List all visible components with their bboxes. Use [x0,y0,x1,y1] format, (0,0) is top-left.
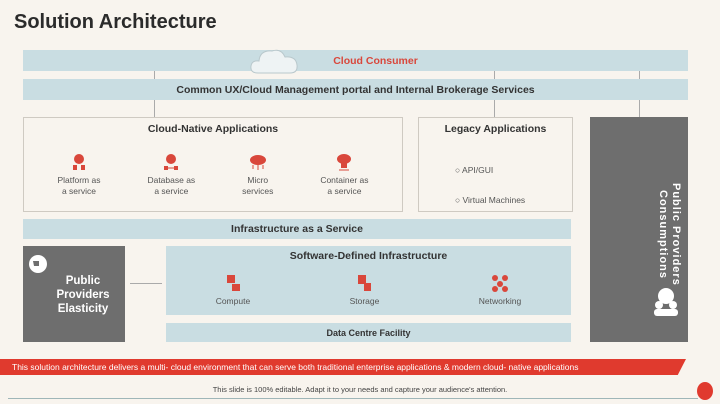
storage: Storage [349,274,380,307]
users-cloud-icon [654,288,678,316]
networking-icon [491,274,509,292]
compute-icon [224,274,242,292]
public-providers-elasticity: Public Providers Elasticity [23,246,125,342]
label: Micro [247,175,269,185]
legacy-item: ○ Virtual Machines [455,195,526,205]
label: Database as [147,175,196,185]
label: a service [327,186,362,196]
double-arrow-connector [130,283,162,284]
footer-line [8,398,698,399]
label: Compute [215,296,251,306]
label: a service [154,186,189,196]
compute: Compute [215,274,251,307]
cloud-icon [250,49,298,74]
sdi-box: Software-Defined Infrastructure Compute … [166,246,571,315]
label: Public [65,275,101,287]
label: Platform as [57,175,101,185]
networking: Networking [478,274,522,307]
sdi-title: Software-Defined Infrastructure [289,250,448,262]
database-cloud-icon [162,153,180,171]
globe-icon [29,255,47,273]
label: Networking [478,296,522,306]
label: Providers [56,289,110,301]
summary-banner: This solution architecture delivers a mu… [0,359,686,375]
iaas-bar: Infrastructure as a Service [23,219,571,239]
cloud-consumer-bar: Cloud Consumer [23,50,688,71]
cloud-consumer-label: Cloud Consumer [333,54,418,67]
label: Container as [320,175,369,185]
page-title: Solution Architecture [14,11,217,33]
label: Storage [349,296,380,306]
micro-cloud-icon [249,153,267,171]
cloud-native-title: Cloud-Native Applications [147,123,279,135]
banner-text: This solution architecture delivers a mu… [12,362,579,372]
legacy-item: ○ API/GUI [455,165,494,175]
label: Elasticity [57,303,109,315]
storage-icon [355,274,373,292]
portal-bar: Common UX/Cloud Management portal and In… [23,79,688,100]
footer-text: This slide is 100% editable. Adapt it to… [212,385,508,394]
label: a service [61,186,96,196]
consumptions-label: Public Providers Consumptions [657,182,682,286]
legacy-box: Legacy Applications ○ API/GUI ○ Virtual … [418,117,573,212]
slide-marker-dot [697,382,713,400]
label: services [242,186,274,196]
platform-cloud-icon [70,153,88,171]
container-cloud-icon [335,153,353,171]
legacy-title: Legacy Applications [444,123,547,135]
data-centre-bar: Data Centre Facility [166,323,571,342]
public-providers-consumptions: Public Providers Consumptions [590,117,688,342]
